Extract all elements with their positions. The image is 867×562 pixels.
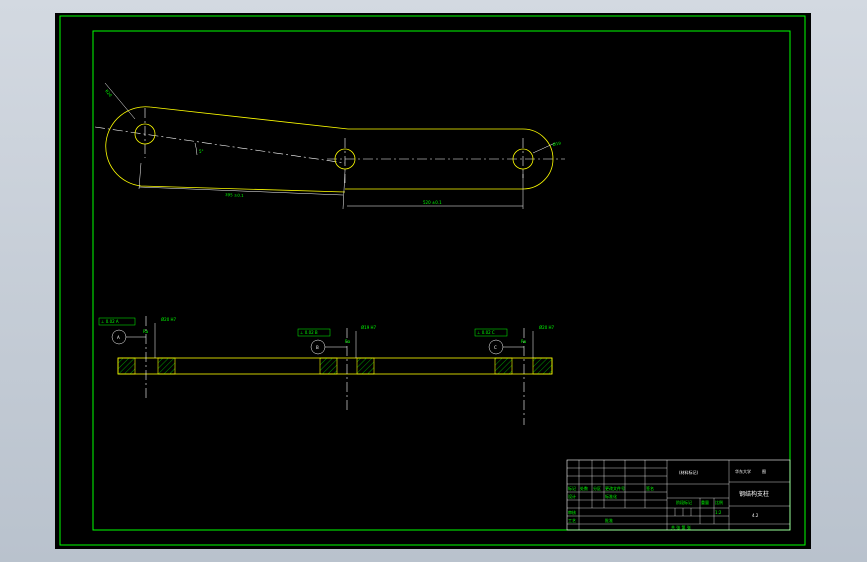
dim-ext-mid [342, 170, 346, 210]
dim-radius-leader [104, 82, 136, 120]
tb-sheet: 共 张 第 张 [671, 524, 691, 530]
hole-dim-a: Ø20 H7 [161, 317, 177, 322]
tolerance-frame-a [98, 317, 136, 326]
tb-count-label: 处数 [580, 485, 588, 491]
centerline-left [94, 126, 346, 164]
tb-stage-label: 阶段标记 [676, 499, 692, 505]
hatch-mid-1 [319, 357, 338, 375]
hole-left [134, 123, 156, 145]
hole-dim-b: Ø19 H7 [361, 325, 377, 330]
hole-mid [334, 148, 356, 170]
datum-label-a: A [117, 335, 120, 340]
datum-label-c: C [494, 345, 497, 350]
datum-a-group: ⊥ 0.02 A A Ø20 H7 Ra [98, 317, 177, 345]
tolerance-text-b: ⊥ 0.02 B [300, 330, 318, 335]
tb-change-label: 更改文件号 [605, 485, 625, 491]
dim-text-angle: 5° [199, 149, 204, 154]
tolerance-frame-c [474, 328, 508, 337]
hatch-left-1 [117, 357, 136, 375]
tb-sign-label: 签名 [646, 485, 654, 491]
surface-mark-b: Ra [345, 339, 351, 344]
tb-sheet-no: 4.2 [752, 513, 759, 518]
tb-mark-label: 标记 [568, 485, 576, 491]
sheet-outer-border [59, 15, 806, 546]
tb-part-name: 钢结构支柱 [739, 490, 769, 498]
datum-b-group: ⊥ 0.02 B B Ø19 H7 Ra [297, 325, 377, 355]
hole-dim-c: Ø20 H7 [539, 325, 555, 330]
hole-right [512, 148, 534, 170]
tolerance-frame-b [297, 328, 331, 337]
datum-c-group: ⊥ 0.02 C C Ø20 H7 Ra [474, 325, 555, 355]
cad-drawing: 395 ±0.1 520 ±0.1 5° R20 Ø19 [59, 15, 806, 546]
tolerance-text-c: ⊥ 0.02 C [477, 330, 495, 335]
tb-ratio-label: 比例 [715, 499, 723, 505]
tb-standard-label: 标准化 [605, 493, 617, 499]
dim-text-left-length: 395 ±0.1 [225, 192, 244, 198]
tb-company: 华东大学 [735, 468, 751, 474]
top-view: 395 ±0.1 520 ±0.1 5° R20 Ø19 [94, 82, 565, 210]
section-view: ⊥ 0.02 A A Ø20 H7 Ra ⊥ 0.02 B B Ø19 H7 R… [98, 316, 555, 425]
title-block-frame [566, 459, 791, 531]
cad-viewport[interactable]: 395 ±0.1 520 ±0.1 5° R20 Ø19 [55, 13, 811, 549]
datum-label-b: B [316, 345, 319, 350]
hatch-right-1 [494, 357, 513, 375]
hatch-left-2 [157, 357, 176, 375]
tb-approve-label: 批准 [605, 517, 613, 523]
tb-drawing-code: 图 [762, 468, 766, 474]
sheet-inner-border [92, 30, 791, 531]
revision-grid [567, 460, 668, 530]
tolerance-text-a: ⊥ 0.02 A [101, 319, 119, 324]
surface-mark-c: Ra [521, 339, 527, 344]
tb-designer-label: 设计 [568, 493, 576, 499]
dim-hole-leader [532, 142, 556, 154]
dim-ext-left [138, 162, 142, 190]
dim-text-hole: Ø19 [552, 140, 562, 147]
tb-scale: 1:2 [715, 510, 722, 515]
tb-process-label: 工艺 [568, 518, 576, 523]
hatch-mid-2 [356, 357, 375, 375]
tb-zone-label: 分区 [593, 485, 601, 491]
surface-mark-a: Ra [143, 329, 149, 334]
hatch-right-2 [532, 357, 553, 375]
right-arm-outline [345, 128, 554, 190]
title-block: 标记 处数 分区 更改文件号 签名 设计 标准化 审核 工艺 批准 (材料标记)… [566, 459, 791, 531]
tb-weight-label: 重量 [701, 499, 709, 505]
tb-material: (材料标记) [679, 469, 699, 475]
dim-line-left [138, 186, 344, 196]
dim-angle-arc [194, 142, 198, 156]
tb-checker-label: 审核 [568, 509, 576, 515]
left-arm-outline [105, 106, 349, 193]
dim-text-radius: R20 [104, 88, 113, 98]
dim-text-right-length: 520 ±0.1 [423, 200, 442, 205]
